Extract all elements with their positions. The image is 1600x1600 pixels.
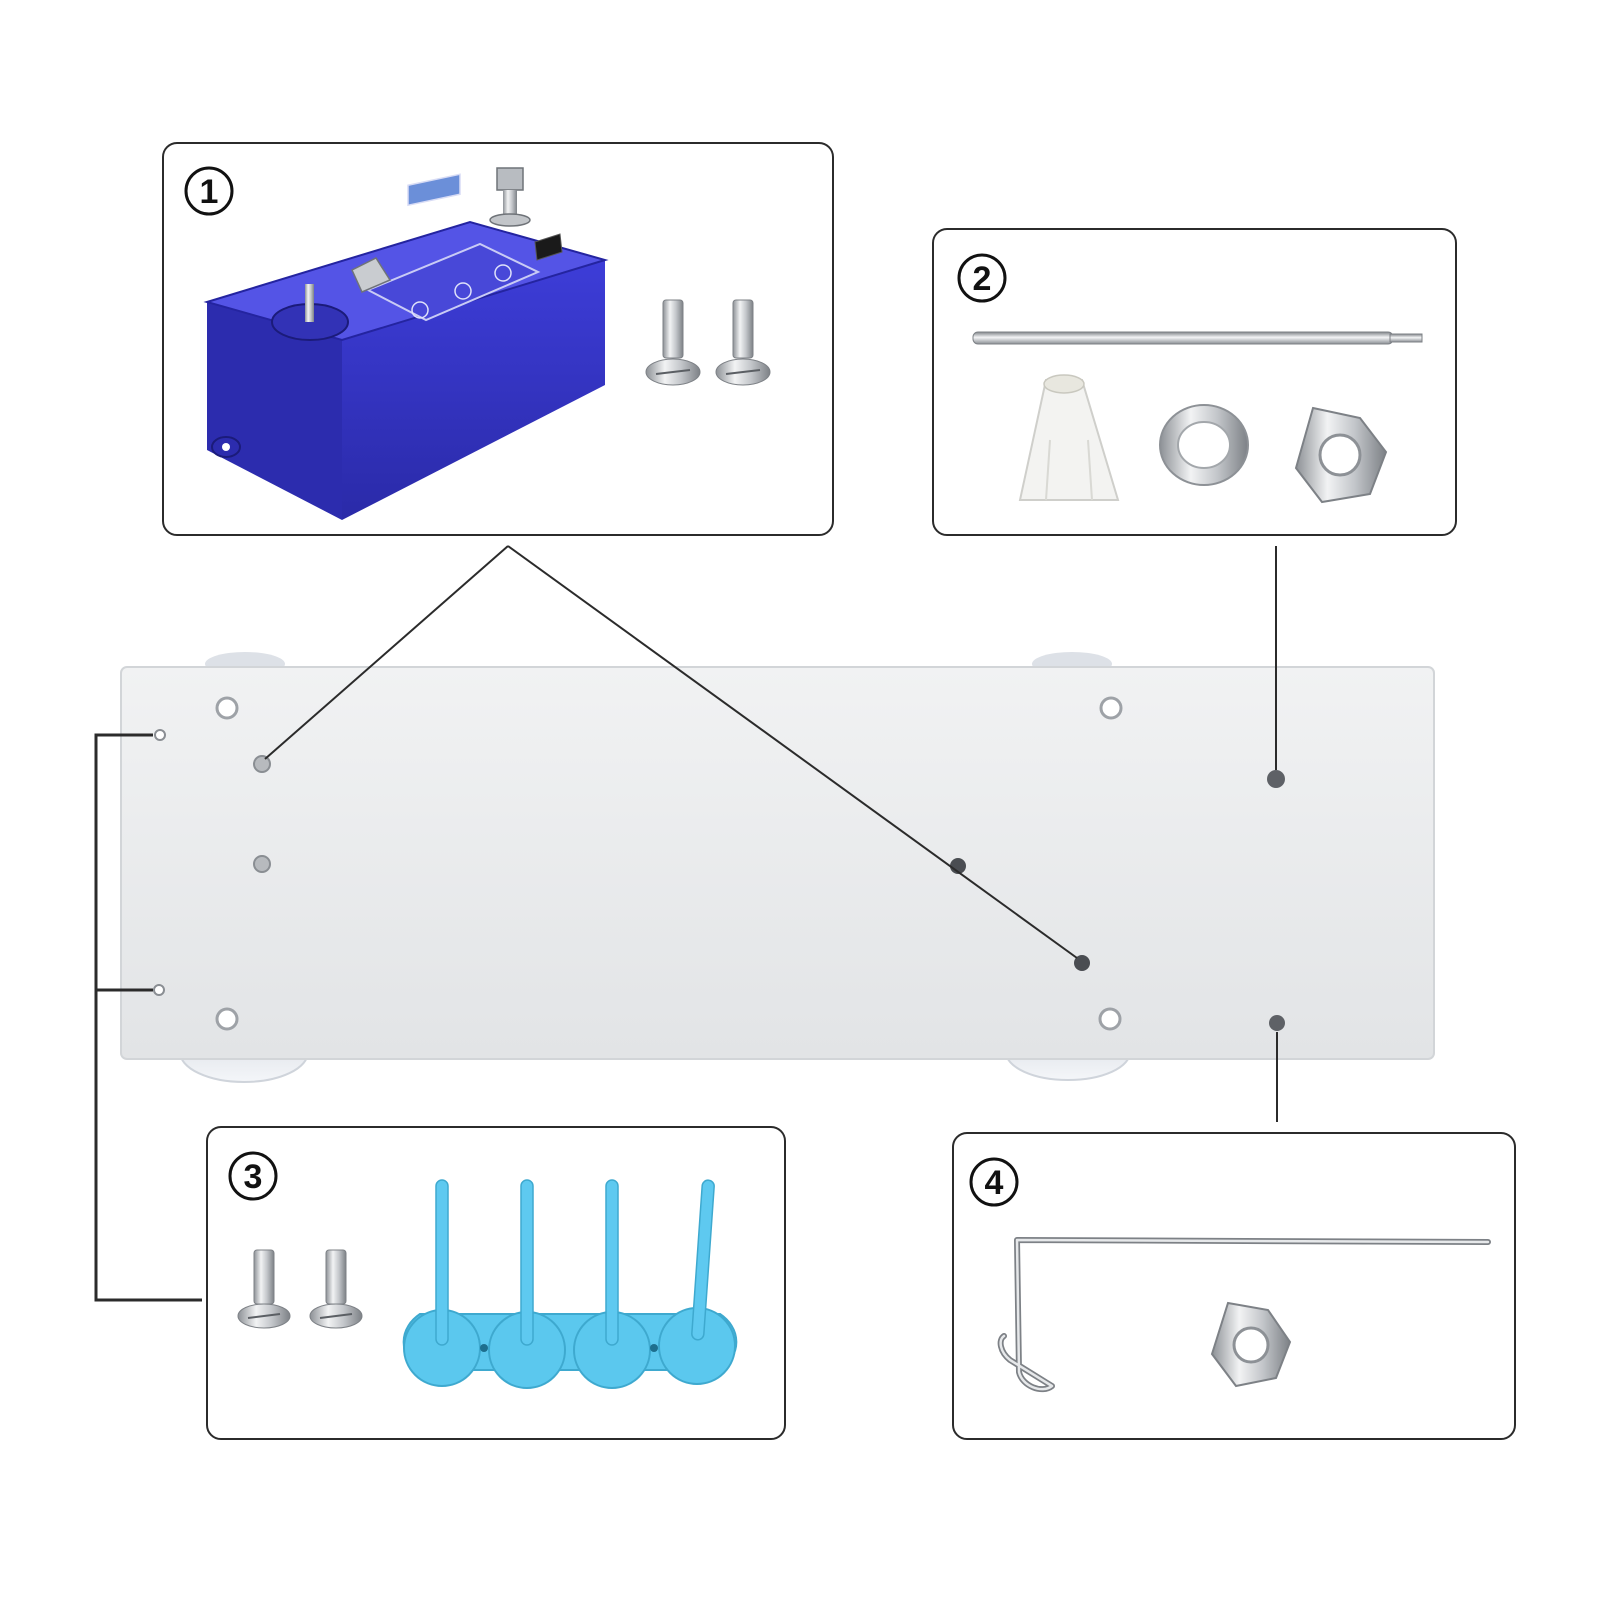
digital-display [407, 173, 461, 207]
callout-lines [94, 545, 1278, 1302]
panel-number-badge: 4 [969, 1157, 1019, 1207]
tension-knob [489, 167, 531, 227]
panel-4: 4 [952, 1132, 1516, 1440]
panel-1: 1 [162, 142, 834, 536]
hex-nut [1210, 1301, 1292, 1388]
plate-holes [153, 696, 1285, 1031]
control-button-icon [494, 264, 512, 282]
mounting-screw [237, 1249, 291, 1329]
panel-number: 4 [985, 1164, 1004, 1202]
cone-adapter [1018, 374, 1120, 501]
spool-pin-holder [402, 1179, 738, 1389]
spindle-shaft [305, 284, 314, 322]
mounting-screw [309, 1249, 363, 1329]
panel-number-badge: 1 [184, 166, 234, 216]
mounting-screw [715, 299, 771, 386]
washer [1159, 404, 1249, 486]
thread-guide-lever [351, 257, 392, 293]
control-panel-plate [365, 242, 541, 322]
panel-number: 2 [973, 260, 992, 298]
base-plate [120, 652, 1435, 1083]
panel-3: 3 [206, 1126, 786, 1440]
control-button-icon [411, 301, 429, 319]
panel-2: 2 [932, 228, 1457, 536]
panel-number: 1 [200, 173, 219, 211]
panel-number-badge: 3 [228, 1151, 278, 1201]
motor-control-box [203, 167, 609, 520]
hex-nut [1294, 406, 1388, 504]
spindle-rod [972, 331, 1423, 345]
panel-number-badge: 2 [957, 253, 1007, 303]
panel-number: 3 [244, 1158, 263, 1196]
bent-wire-guide [997, 1237, 1491, 1393]
mounting-screw [645, 299, 701, 386]
control-button-icon [454, 282, 472, 300]
power-switch [534, 233, 563, 261]
